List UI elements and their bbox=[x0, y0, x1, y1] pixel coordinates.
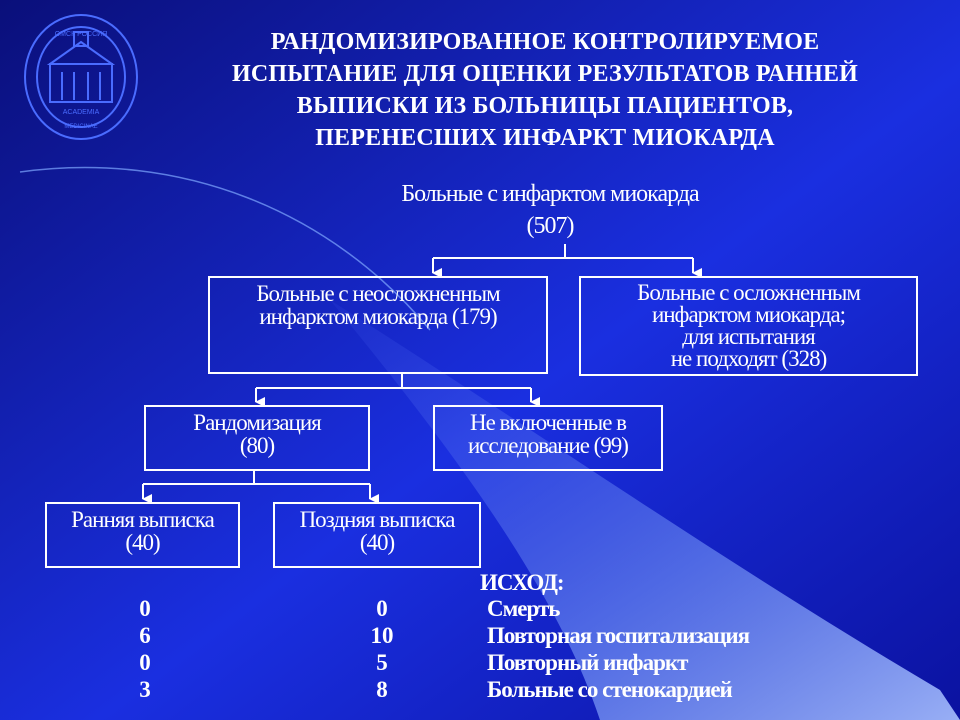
root-node-label: Больные с инфарктом миокарда (507) bbox=[300, 178, 800, 242]
late-line1: Поздняя выписка bbox=[299, 507, 456, 532]
outcome-row: 3 8 Больные со стенокардией bbox=[0, 677, 960, 703]
title-line: ВЫПИСКИ ИЗ БОЛЬНИЦЫ ПАЦИЕНТОВ, bbox=[296, 93, 794, 119]
outcome-late-value: 0 bbox=[376, 596, 388, 621]
root-line1: Больные с инфарктом миокарда bbox=[401, 181, 699, 207]
logo-text-bot: MEDICINAE bbox=[64, 124, 97, 130]
uncomplicated-box: Больные с неосложненным инфарктом миокар… bbox=[208, 276, 548, 374]
outcome-late-value: 5 bbox=[376, 650, 388, 675]
excluded-box: Не включенные в исследование (99) bbox=[433, 405, 663, 471]
outcome-early-value: 3 bbox=[139, 677, 151, 702]
outcome-early-value: 6 bbox=[139, 623, 151, 648]
late-line2: (40) bbox=[359, 530, 395, 555]
excluded-line1: Не включенные в bbox=[469, 410, 627, 435]
root-line2: (507) bbox=[526, 213, 575, 239]
uncomplicated-line1: Больные с неосложненным bbox=[256, 281, 500, 306]
logo-text-top: ОМСК РОССИЯ bbox=[55, 31, 108, 38]
complicated-line4: не подходят (328) bbox=[670, 346, 827, 371]
excluded-line2: исследование (99) bbox=[468, 433, 629, 458]
outcome-row: 6 10 Повторная госпитализация bbox=[0, 623, 960, 649]
outcome-late-value: 10 bbox=[370, 623, 394, 648]
academy-logo: ОМСК РОССИЯ ACADEMIA MEDICINAE bbox=[24, 14, 138, 140]
outcome-early-value: 0 bbox=[139, 596, 151, 621]
outcome-late-value: 8 bbox=[376, 677, 388, 702]
randomization-line2: (80) bbox=[239, 433, 275, 458]
outcome-label: Повторный инфаркт bbox=[487, 650, 688, 675]
outcome-early-value: 0 bbox=[139, 650, 151, 675]
randomization-box: Рандомизация (80) bbox=[144, 405, 370, 471]
uncomplicated-line2: инфарктом миокарда (179) bbox=[259, 304, 497, 329]
complicated-line3: для испытания bbox=[682, 324, 816, 349]
late-discharge-box: Поздняя выписка (40) bbox=[273, 502, 481, 568]
outcome-label: Повторная госпитализация bbox=[487, 623, 750, 648]
complicated-box: Больные с осложненным инфарктом миокарда… bbox=[579, 276, 918, 376]
title-line: ИСПЫТАНИЕ ДЛЯ ОЦЕНКИ РЕЗУЛЬТАТОВ РАННЕЙ bbox=[231, 61, 859, 87]
title-line: ПЕРЕНЕСШИХ ИНФАРКТ МИОКАРДА bbox=[315, 125, 775, 151]
outcome-row: 0 5 Повторный инфаркт bbox=[0, 650, 960, 676]
title-line: РАНДОМИЗИРОВАННОЕ КОНТРОЛИРУЕМОЕ bbox=[270, 29, 820, 55]
complicated-line2: инфарктом миокарда; bbox=[651, 302, 846, 327]
outcome-label: Больные со стенокардией bbox=[487, 677, 733, 702]
randomization-line1: Рандомизация bbox=[193, 410, 321, 435]
slide-title: РАНДОМИЗИРОВАННОЕ КОНТРОЛИРУЕМОЕ ИСПЫТАН… bbox=[150, 26, 940, 154]
decorative-arc bbox=[19, 166, 431, 331]
early-line2: (40) bbox=[125, 530, 160, 555]
outcome-title: ИСХОД: bbox=[480, 570, 565, 595]
early-discharge-box: Ранняя выписка (40) bbox=[45, 502, 240, 568]
early-line1: Ранняя выписка bbox=[71, 507, 215, 532]
outcome-label: Смерть bbox=[487, 596, 560, 621]
logo-text-mid: ACADEMIA bbox=[63, 109, 100, 116]
outcome-row: 0 0 Смерть bbox=[0, 596, 960, 622]
complicated-line1: Больные с осложненным bbox=[637, 280, 861, 305]
